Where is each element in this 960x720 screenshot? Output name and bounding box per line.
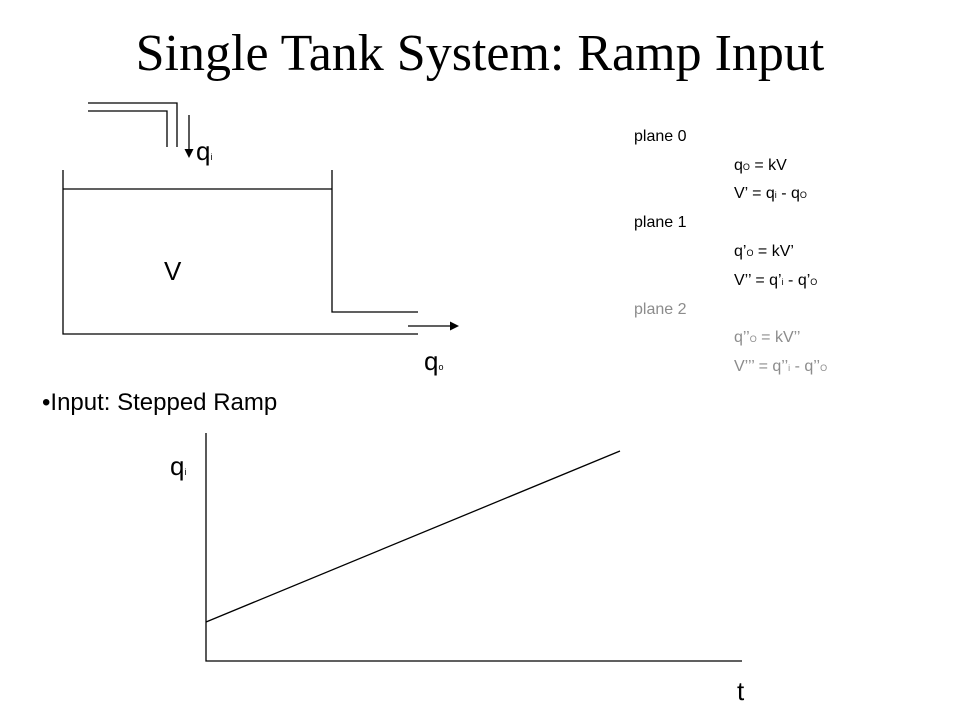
tank-right-wall-outlet [331, 170, 418, 313]
plane-2-eq-2: V’’’ = q’’i - q’’O [734, 358, 828, 375]
plane-0-eq-2: V’ = qi - qO [734, 185, 807, 202]
plane-1-eq-2: V’’ = q’i - q’O [734, 272, 818, 289]
plane-2-eq-1: q’’O = kV’’ [734, 329, 801, 346]
input-bullet: •Input: Stepped Ramp [42, 389, 278, 416]
inflow-label: qi [196, 136, 213, 166]
inflow-pipe-outer [88, 102, 178, 147]
inflow-pipe-inner [88, 110, 168, 147]
plane-1-label: plane 1 [634, 214, 687, 231]
plane-1-eq-1: q’O = kV’ [734, 243, 794, 260]
graph-axes [205, 433, 742, 662]
outflow-arrow-head [450, 321, 459, 331]
tank-walls [62, 170, 418, 335]
inflow-arrow-head [184, 149, 194, 158]
slide-title: Single Tank System: Ramp Input [135, 25, 825, 82]
graph-y-label: qi [170, 451, 187, 481]
outflow-label: qo [424, 346, 444, 376]
plane-0-eq-1: qO = kV [734, 157, 787, 174]
volume-label: V [164, 256, 182, 286]
plane-0-label: plane 0 [634, 128, 687, 145]
plane-2-label: plane 2 [634, 301, 687, 318]
graph-x-label: t [737, 676, 745, 706]
ramp-line [205, 450, 621, 623]
